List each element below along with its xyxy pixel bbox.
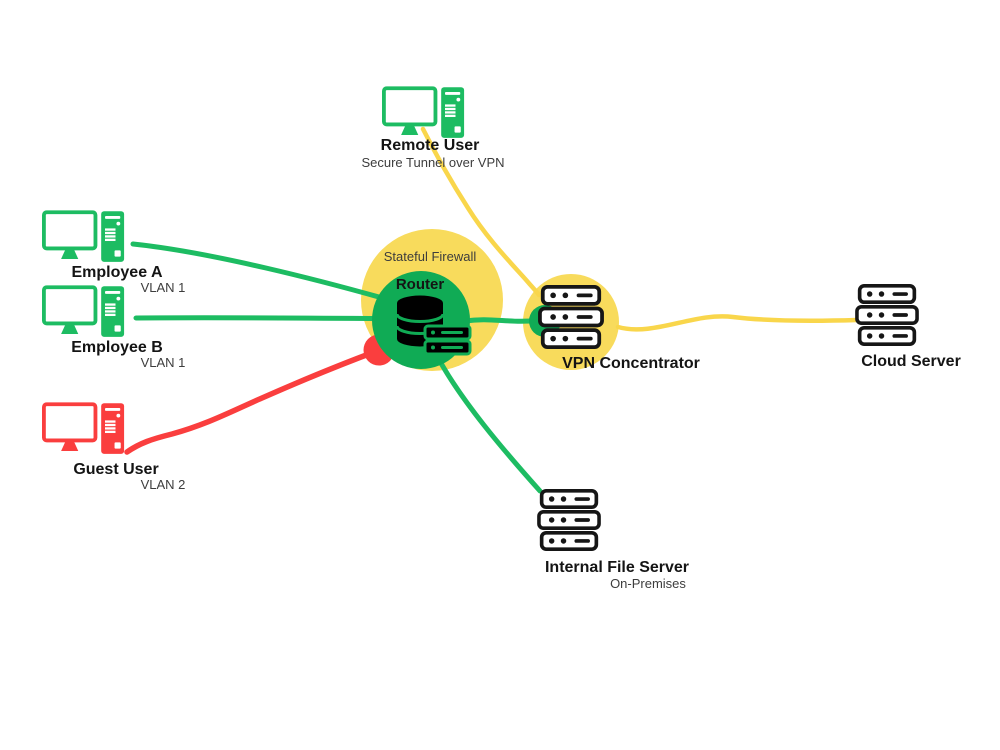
vpn-concentrator-icon [538, 285, 604, 349]
router-database-icon [395, 295, 472, 356]
remote-user-icon [382, 86, 466, 140]
router-label: Router [395, 276, 445, 293]
link-router-internal-file-server [433, 351, 543, 494]
link-employee-a-router [130, 241, 403, 306]
cloud-server-label: Cloud Server [861, 353, 961, 370]
remote-user-sublabel: Secure Tunnel over VPN [361, 155, 505, 170]
employee-b-sublabel: VLAN 1 [140, 355, 186, 370]
guest-user-sublabel: VLAN 2 [140, 477, 186, 492]
remote-user-label: Remote User [380, 137, 480, 154]
internal-file-server-sublabel: On-Premises [610, 576, 686, 591]
employee-a-icon [42, 210, 126, 264]
employee-a-sublabel: VLAN 1 [140, 280, 186, 295]
internal-file-server-icon [537, 489, 601, 551]
link-remote-user-vpn-concentrator [420, 126, 542, 298]
link-vpn-concentrator-cloud-server [615, 314, 860, 332]
link-guest-user-router [124, 348, 380, 455]
vpn-concentrator-label: VPN Concentrator [562, 355, 700, 372]
link-router-vpn-concentrator [462, 317, 543, 324]
employee-b-label: Employee B [71, 339, 163, 356]
router-rack-sub-icon [423, 324, 472, 356]
guest-user-label: Guest User [73, 461, 159, 478]
guest-user-icon [42, 402, 126, 456]
stateful-firewall-label: Stateful Firewall [383, 249, 477, 264]
cloud-server-icon [855, 284, 919, 346]
internal-file-server-label: Internal File Server [544, 559, 690, 576]
employee-a-label: Employee A [71, 264, 163, 281]
